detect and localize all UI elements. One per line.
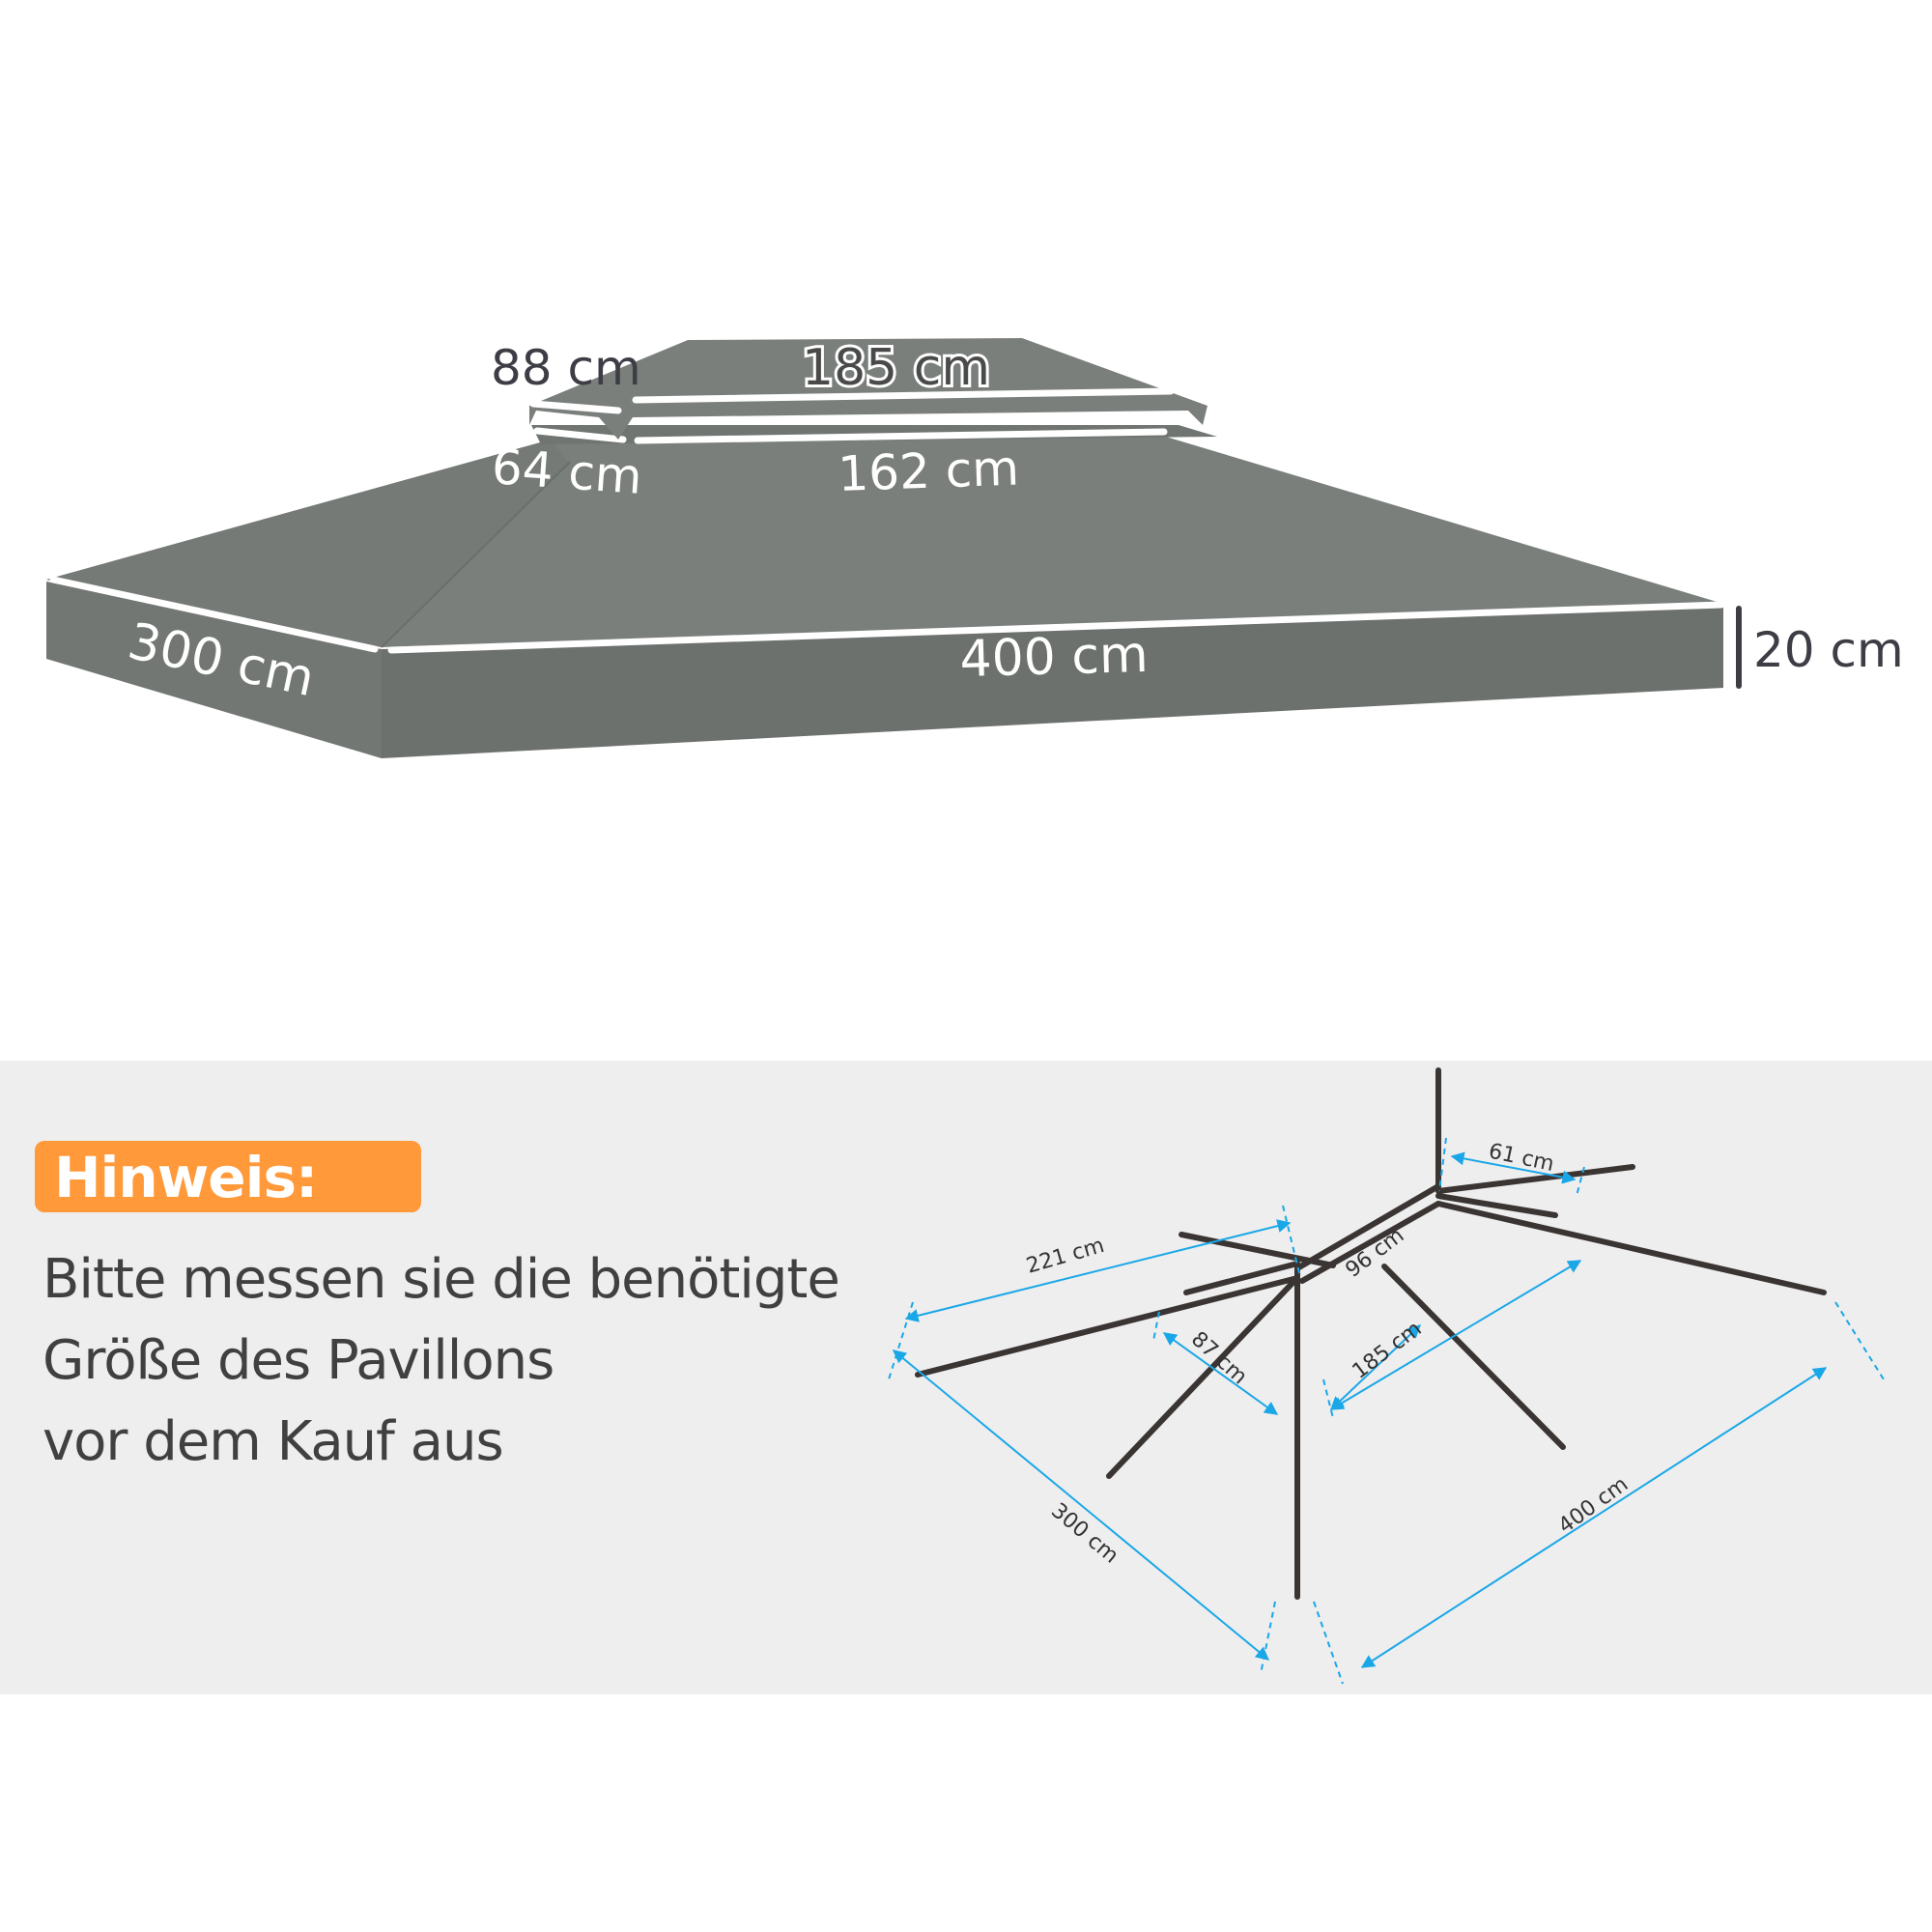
hip-seam [381, 461, 571, 648]
label-top-bar: 61 cm [1487, 1139, 1556, 1177]
vent-highlight-front [634, 428, 1168, 444]
label-vent-gap-length: 162 cm [837, 440, 1019, 502]
roof-left-hip [46, 440, 570, 647]
front-valance [382, 607, 1723, 758]
side-valance [46, 582, 382, 758]
frame-diagram: 61 cm 96 cm 221 cm 87 cm 185 cm 300 cm 4… [888, 1067, 1885, 1685]
label-ridge-length: 185 cm [1349, 1317, 1427, 1384]
label-valance-height: 20 cm [1753, 622, 1904, 678]
hint-panel: Hinweis: Bitte messen sie die benötigte … [0, 1061, 1932, 1694]
dimension-extension-lines [888, 1137, 1885, 1685]
canopy-illustration: 88 cm 185 cm 64 cm 162 cm 300 cm 400 cm … [46, 336, 1904, 758]
hint-badge-label: Hinweis: [54, 1145, 318, 1210]
hint-line: Bitte messen sie die benötigte [43, 1248, 840, 1311]
top-roof [529, 338, 1208, 440]
label-top-roof-width: 88 cm [491, 340, 641, 396]
top-roof-highlight-side [529, 400, 622, 414]
hint-line: vor dem Kauf aus [43, 1410, 504, 1473]
vent-highlight-side [533, 427, 627, 443]
label-top-roof-length: 185 cm [802, 339, 990, 397]
label-vent-gap-width: 64 cm [490, 439, 643, 505]
edge-highlight-front [387, 601, 1725, 654]
label-length: 400 cm [1554, 1472, 1633, 1539]
label-main-length: 400 cm [959, 626, 1150, 689]
edge-highlight-side [49, 576, 379, 653]
top-roof-highlight-front [632, 387, 1175, 404]
dimension-lines [892, 1151, 1828, 1668]
hint-text: Bitte messen sie die benötigte Größe des… [43, 1239, 873, 1483]
hint-badge: Hinweis: [35, 1141, 421, 1212]
hint-line: Größe des Pavillons [43, 1329, 554, 1392]
